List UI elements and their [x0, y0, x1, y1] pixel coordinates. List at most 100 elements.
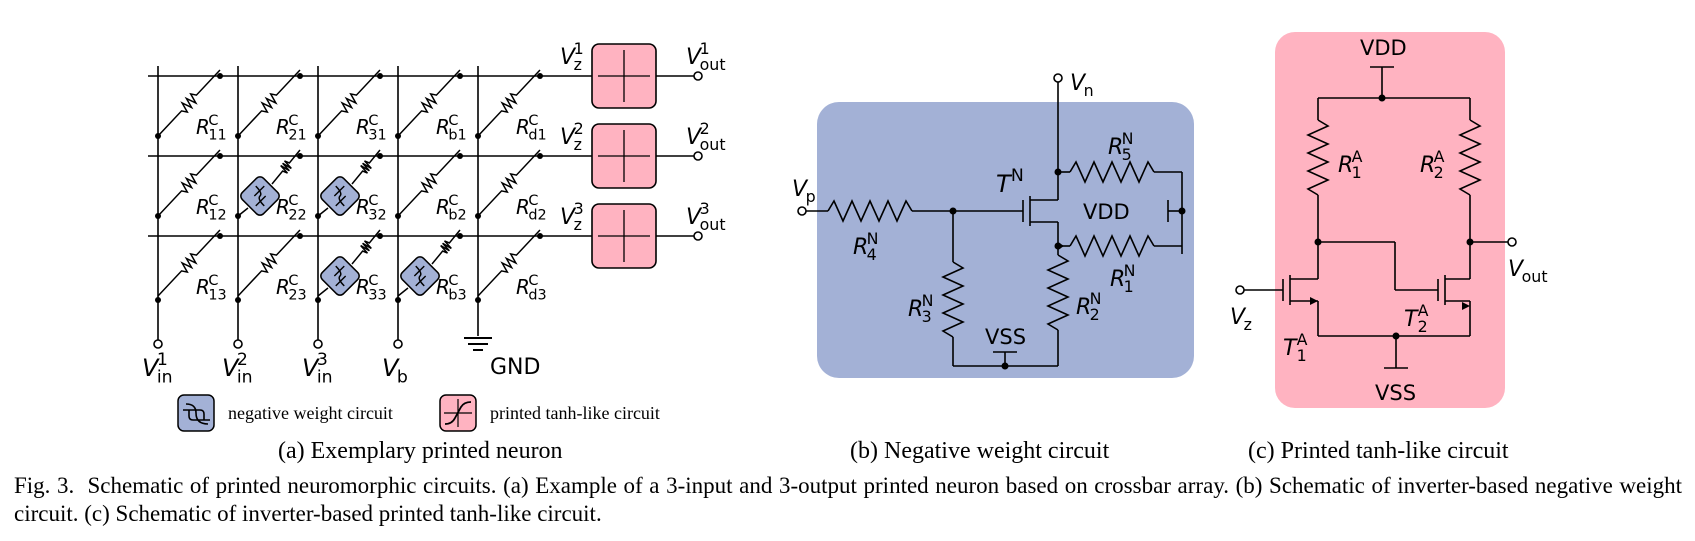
resistor-label-r3c1-sup: C: [208, 273, 218, 289]
caption-text: Schematic of printed neuromorphic circui…: [14, 473, 1683, 526]
r4n-label-sub: 4: [867, 245, 877, 264]
resistor-label-r2c3-sup: C: [368, 193, 378, 209]
vout-c-label-base: V: [1508, 257, 1525, 282]
ta1-label-sup: A: [1297, 330, 1308, 349]
resistor-label-r1c3-sup: C: [368, 113, 378, 129]
vz-c-label-base: V: [1230, 305, 1247, 330]
resistor-label-r3c2-base: R: [276, 275, 290, 299]
negative-weight-block: [320, 176, 360, 216]
input-label-1-sub: in: [157, 368, 173, 388]
panel-c-tanh: [1235, 32, 1517, 408]
tanh-block: [591, 123, 703, 189]
input-label-2-base: V: [222, 354, 240, 382]
crossbar-resistor: [395, 149, 463, 219]
resistor-label-r3c1-sub: 13: [208, 288, 226, 304]
input-label-3-base: V: [302, 354, 320, 382]
resistor-label-r3c4-sup: C: [448, 273, 458, 289]
legend-negative-label: negative weight circuit: [228, 403, 393, 423]
resistor-label-r2c4-sup: C: [448, 193, 458, 209]
vout-label-3-base: V: [686, 205, 703, 230]
resistor-label-r3c5-sup: C: [528, 273, 538, 289]
crossbar-resistor: [395, 229, 463, 303]
resistor-label-r1c5-base: R: [516, 115, 530, 139]
resistor-label-r1c5-sup: C: [528, 113, 538, 129]
r3n-label-base: R: [908, 297, 923, 322]
vz-label-3-base: V: [560, 205, 577, 230]
vdd-c-label: VDD: [1360, 36, 1407, 60]
subcaption-c: (c) Printed tanh-like circuit: [1248, 438, 1509, 464]
vout-label-2-base: V: [686, 125, 703, 150]
resistor-label-r2c5-sup: C: [528, 193, 538, 209]
vz-label-1-sup: 1: [574, 39, 584, 58]
r4n-label: RN4: [853, 229, 878, 264]
input-label-1-sup: 1: [157, 350, 168, 370]
r1n-label-base: R: [1110, 267, 1125, 292]
vout-c-label-sub: out: [1522, 267, 1548, 286]
crossbar-cells: [155, 69, 543, 303]
subcaption-a: (a) Exemplary printed neuron: [278, 438, 563, 464]
r3n-label-sup: N: [922, 291, 934, 310]
subcaption-b: (b) Negative weight circuit: [850, 438, 1110, 464]
vz-label-3-sub: z: [574, 215, 582, 234]
crossbar-resistor: [395, 69, 463, 139]
tn-label-sup: N: [1011, 166, 1024, 186]
resistor-label-r1c3-base: R: [356, 115, 370, 139]
tanh-block: [591, 203, 703, 269]
gnd-label: GND: [490, 355, 540, 380]
resistor-label-r3c5-sub: d3: [528, 288, 546, 304]
vp-label-base: V: [792, 177, 809, 202]
resistor-label-r1c1-sup: C: [208, 113, 218, 129]
resistor-label-r2c5-base: R: [516, 195, 530, 219]
r4n-label-base: R: [853, 235, 868, 260]
tanh-block: [591, 43, 703, 109]
vz-label-2-sub: z: [574, 135, 582, 154]
r2a-label-sup: A: [1434, 147, 1445, 166]
input-label-4-base: V: [382, 354, 400, 382]
r2a-label-sub: 2: [1434, 163, 1444, 182]
resistor-label-r2c1-sup: C: [208, 193, 218, 209]
resistor-label-r3c5-base: R: [516, 275, 530, 299]
r5n-label-base: R: [1108, 135, 1123, 160]
negative-weight-block: [240, 176, 280, 216]
r3n-label-sub: 3: [922, 307, 932, 326]
vss-c-label: VSS: [1375, 381, 1416, 405]
r1a-label-sub: 1: [1352, 163, 1362, 182]
vn-label-sub: n: [1084, 81, 1094, 100]
resistor-label-r1c2-base: R: [276, 115, 290, 139]
resistor-label-r3c3-sup: C: [368, 273, 378, 289]
ta2-label-base: T: [1404, 307, 1419, 332]
r2n-label-sup: N: [1090, 289, 1102, 308]
gnd-symbol: [464, 337, 492, 351]
crossbar-resistor: [235, 69, 303, 139]
input-label-3-sub: in: [317, 368, 333, 388]
negative-weight-block: [400, 256, 440, 296]
input-label-2-sup: 2: [237, 350, 248, 370]
vz-label-1-base: V: [560, 45, 577, 70]
vz-label-2-base: V: [560, 125, 577, 150]
resistor-label-r3c2-sup: C: [288, 273, 298, 289]
vz-label-1-sub: z: [574, 55, 582, 74]
vz-c-label: Vz: [1230, 305, 1252, 334]
panel-b-negative-weight: [797, 73, 1194, 378]
vz-label-2-sup: 2: [574, 119, 584, 138]
ta1-label-base: T: [1283, 336, 1298, 361]
input-label-3-sup: 3: [317, 350, 328, 370]
vout-label-2-sub: out: [700, 135, 726, 154]
